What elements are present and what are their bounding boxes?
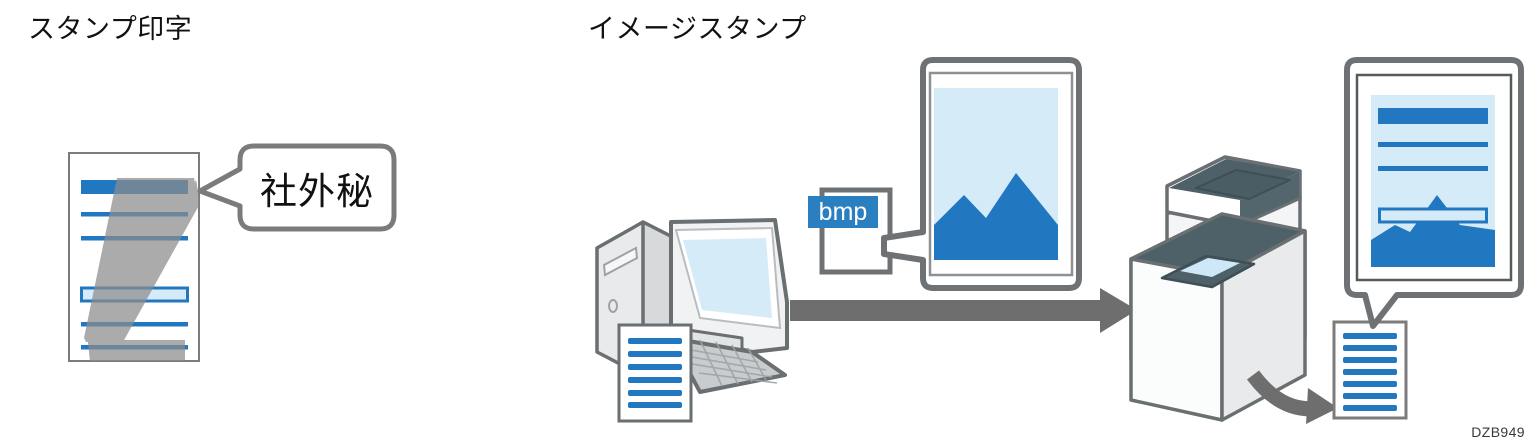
desktop-computer <box>595 218 789 423</box>
preview-image <box>934 88 1058 260</box>
diagonal-stamp-overlay <box>84 178 199 361</box>
left-section-heading: スタンプ印字 <box>28 14 193 44</box>
bmp-file-badge <box>808 187 893 275</box>
bmp-badge-label: bmp <box>818 197 868 226</box>
figure-code: DZB949 <box>1471 424 1525 440</box>
pc-keyboard <box>669 336 787 394</box>
source-document <box>68 152 200 362</box>
printed-result-callout <box>1344 57 1524 329</box>
printed-output-lines <box>1343 333 1397 411</box>
process-arrow <box>790 288 1137 333</box>
pc-document <box>617 323 693 423</box>
right-section-heading: イメージスタンプ <box>588 14 807 44</box>
result-page-content <box>1371 95 1495 267</box>
pc-monitor <box>669 218 789 354</box>
stamp-callout-text: 社外秘 <box>260 171 374 212</box>
multifunction-printer <box>1129 155 1338 424</box>
bmp-image-preview-callout <box>881 57 1082 291</box>
pc-document-lines <box>628 338 682 408</box>
stamp-text-callout <box>197 143 397 232</box>
printer-output-arrow <box>1246 370 1338 424</box>
printed-output-document <box>1332 320 1408 420</box>
printer-control-panel[interactable] <box>1160 254 1256 289</box>
printer-body <box>1129 212 1307 422</box>
